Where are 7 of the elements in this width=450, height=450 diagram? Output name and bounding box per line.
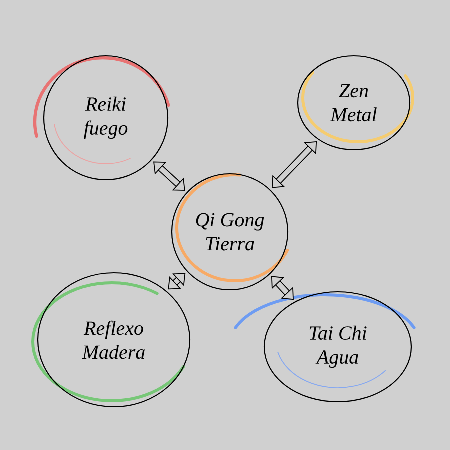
circle-node: Tai Chi Agua	[234, 291, 416, 403]
circle-node: Reflexo Madera	[32, 272, 191, 408]
circle-node: Qi Gong Tierra	[171, 173, 290, 291]
circle-node: Reiki fuego	[33, 55, 170, 181]
double-arrow	[168, 273, 186, 290]
double-arrow	[271, 276, 294, 300]
circle-node: Zen Metal	[297, 55, 414, 151]
